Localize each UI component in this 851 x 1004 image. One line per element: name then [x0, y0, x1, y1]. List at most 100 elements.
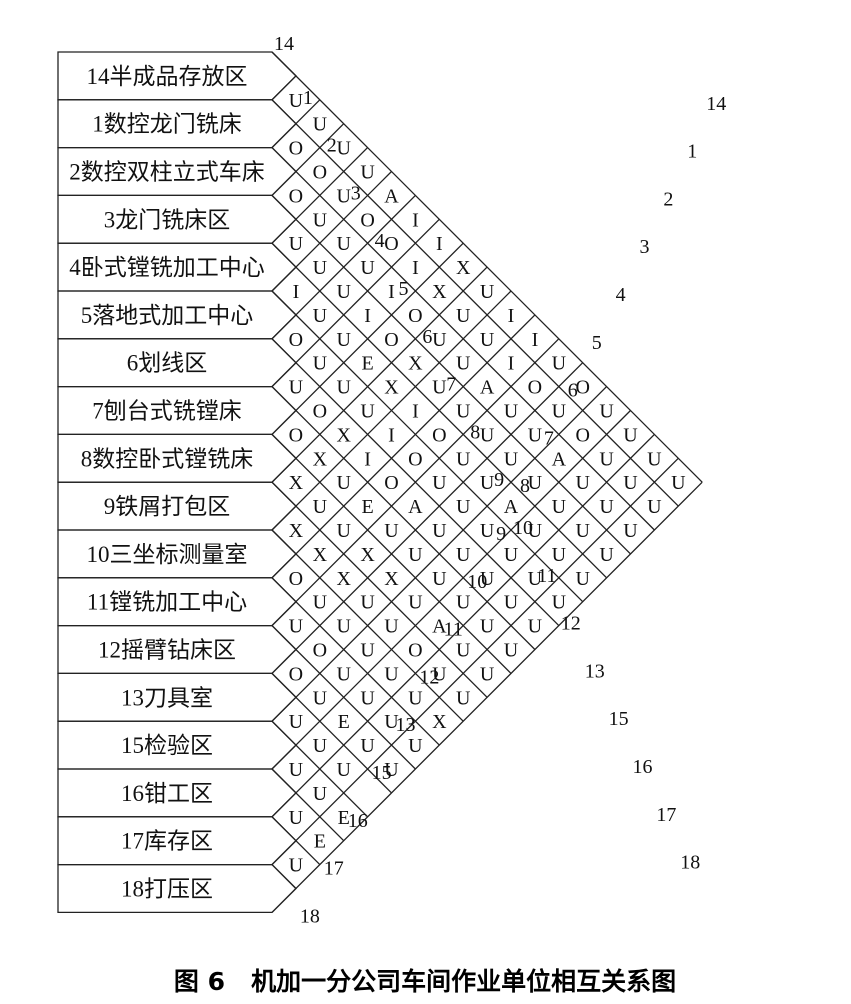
relationship-code: A — [384, 185, 399, 207]
unit-label: 8数控卧式镗铣床 — [81, 446, 254, 471]
relationship-code: I — [388, 281, 395, 303]
relationship-code: E — [338, 711, 350, 733]
relationship-code: U — [623, 472, 638, 494]
relationship-code: U — [313, 592, 328, 614]
grid-diagonal-down — [271, 99, 679, 507]
relationship-code: U — [575, 472, 590, 494]
bottom-index-number: 5 — [592, 332, 602, 354]
grid-diagonal-up — [271, 386, 608, 722]
relationship-code: O — [408, 448, 422, 470]
relationship-code: U — [289, 616, 304, 638]
relationship-code: U — [313, 257, 328, 279]
relationship-code: O — [408, 640, 422, 662]
relationship-code: U — [480, 568, 495, 590]
unit-label: 6划线区 — [127, 351, 208, 376]
relationship-code: O — [313, 640, 327, 662]
relationship-code: I — [412, 401, 419, 423]
relationship-code: X — [432, 281, 447, 303]
bottom-index-number: 4 — [616, 284, 626, 306]
grid-diagonal-down — [271, 481, 488, 698]
relationship-code: U — [432, 663, 447, 685]
relationship-code: U — [408, 592, 423, 614]
grid-diagonal-up — [271, 338, 560, 627]
relationship-code: I — [388, 424, 395, 446]
relationship-code: A — [408, 496, 423, 518]
unit-label: 16钳工区 — [121, 781, 213, 806]
top-index-number: 5 — [399, 278, 409, 300]
relationship-code: O — [408, 305, 422, 327]
relationship-code: U — [456, 353, 471, 375]
grid-diagonal-up — [271, 362, 584, 674]
relationship-code: U — [456, 401, 471, 423]
bottom-index-number: 11 — [444, 619, 463, 641]
relationship-code: U — [528, 616, 543, 638]
relationship-code: U — [480, 616, 495, 638]
bottom-index-number: 12 — [419, 666, 439, 688]
relationship-code: U — [623, 424, 638, 446]
grid-diagonal-up — [271, 194, 416, 340]
grid-diagonal-up — [271, 410, 631, 770]
relationship-code: U — [432, 520, 447, 542]
relationship-code: X — [313, 544, 328, 566]
relationship-code: O — [575, 424, 589, 446]
relationship-code: X — [384, 377, 399, 399]
relationship-code: O — [528, 377, 542, 399]
relationship-code: U — [289, 759, 304, 781]
relationship-code: U — [360, 162, 375, 184]
relationship-code: U — [456, 305, 471, 327]
relationship-code: U — [384, 663, 399, 685]
unit-label: 9铁屑打包区 — [104, 494, 231, 519]
relationship-code: U — [289, 711, 304, 733]
top-index-number: 13 — [585, 660, 605, 682]
relationship-code: U — [360, 687, 375, 709]
relationship-code: I — [508, 353, 515, 375]
relationship-code: U — [360, 401, 375, 423]
relationship-code: U — [575, 520, 590, 542]
relationship-code: I — [508, 305, 515, 327]
bottom-index-number: 18 — [300, 905, 320, 927]
unit-label: 11镗铣加工中心 — [87, 590, 247, 615]
relationship-code: U — [599, 496, 614, 518]
relationship-code: U — [480, 472, 495, 494]
relationship-code: U — [504, 544, 519, 566]
relationship-code: U — [456, 496, 471, 518]
relationship-code: U — [552, 401, 567, 423]
relationship-code: I — [412, 257, 419, 279]
relationship-code: I — [412, 209, 419, 231]
bottom-index-number: 16 — [348, 810, 368, 832]
grid-diagonal-down — [271, 672, 392, 794]
unit-label: 5落地式加工中心 — [81, 303, 254, 328]
unit-label: 18打压区 — [121, 877, 213, 902]
relationship-code: U — [408, 544, 423, 566]
top-index-number: 12 — [561, 613, 581, 635]
bottom-index-number: 7 — [544, 427, 554, 449]
relationship-code: U — [528, 424, 543, 446]
relationship-code: U — [480, 329, 495, 351]
relationship-code: U — [456, 640, 471, 662]
relationship-code: U — [313, 783, 328, 805]
relationship-code: U — [289, 233, 304, 255]
relationship-code: U — [623, 520, 638, 542]
grid-diagonal-up — [271, 481, 703, 913]
unit-label: 17库存区 — [121, 829, 213, 854]
relationship-code: U — [289, 807, 304, 829]
top-index-number: 9 — [494, 469, 504, 491]
relationship-code: U — [384, 711, 399, 733]
bottom-index-number: 15 — [372, 762, 392, 784]
top-index-number: 3 — [351, 182, 361, 204]
relationship-code: X — [384, 568, 399, 590]
relationship-code: U — [647, 496, 662, 518]
relationship-code: I — [364, 448, 371, 470]
top-index-number: 7 — [446, 374, 456, 396]
relationship-code: U — [313, 114, 328, 136]
relationship-code: E — [361, 353, 373, 375]
relationship-code: U — [384, 520, 399, 542]
relationship-code: U — [647, 448, 662, 470]
top-index-number: 8 — [470, 421, 480, 443]
relationship-code: O — [313, 162, 327, 184]
relationship-code: O — [384, 233, 398, 255]
top-index-number: 18 — [680, 852, 700, 874]
relationship-code: U — [313, 353, 328, 375]
